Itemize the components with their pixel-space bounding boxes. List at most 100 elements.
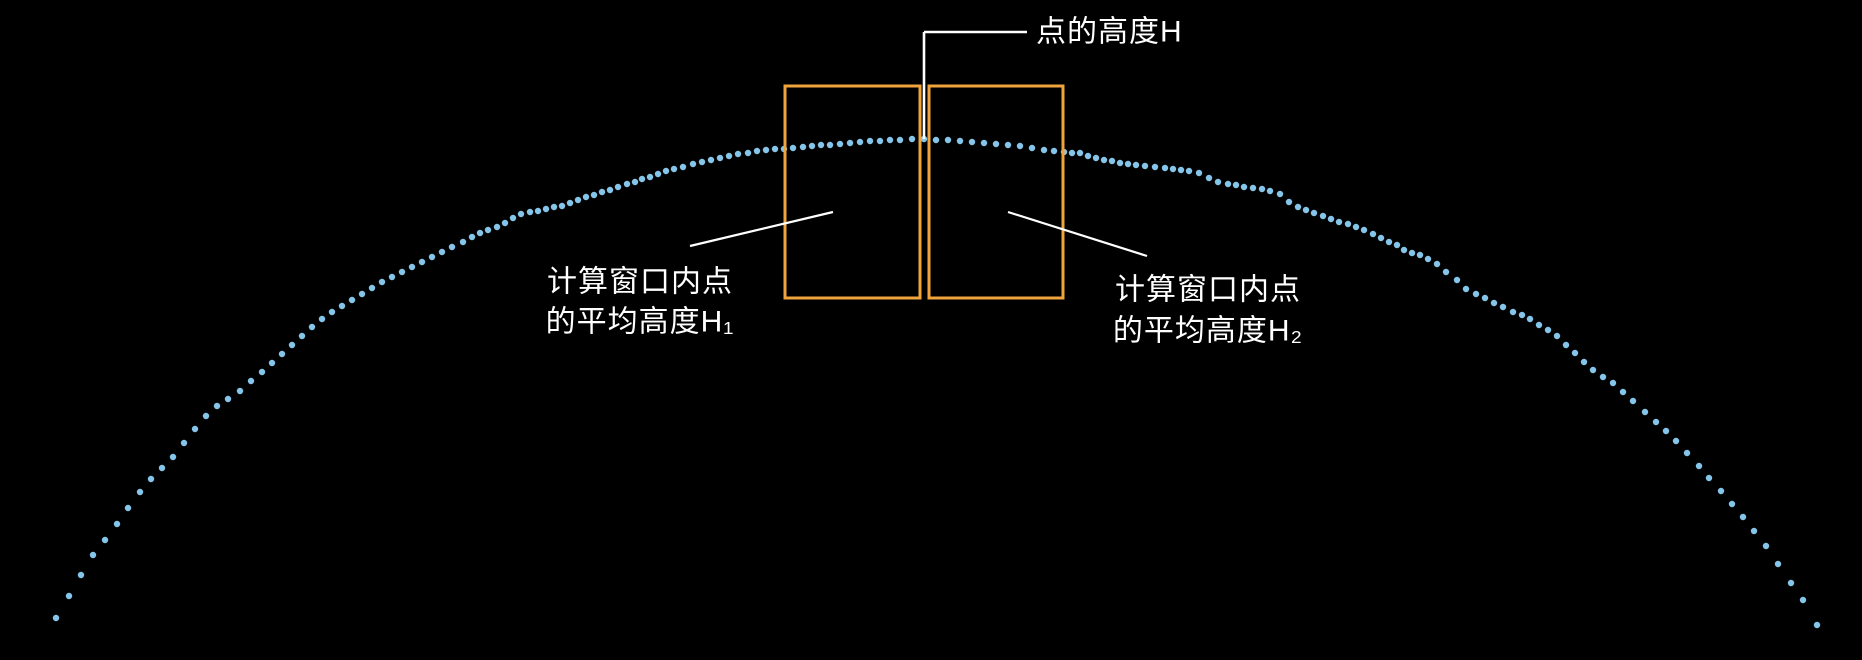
- point-dot: [968, 138, 976, 146]
- point-dot: [534, 207, 542, 215]
- point-dot: [1462, 285, 1470, 293]
- point-dot: [1526, 315, 1534, 323]
- point-dot: [147, 475, 155, 483]
- point-dot: [623, 180, 631, 188]
- point-dot: [1185, 167, 1193, 175]
- point-dot: [1799, 596, 1807, 604]
- point-dot: [1249, 184, 1257, 192]
- point-dot: [101, 536, 109, 544]
- point-dot: [408, 263, 416, 271]
- point-dot: [762, 146, 770, 154]
- point-dot: [654, 170, 662, 178]
- point-dot: [1629, 397, 1637, 405]
- point-dot: [448, 243, 456, 251]
- left-window-leader-line: [689, 210, 834, 248]
- point-dot: [956, 137, 964, 145]
- point-height-label: 点的高度H: [1036, 16, 1183, 49]
- point-dot: [542, 205, 550, 213]
- point-dot: [258, 368, 266, 376]
- point-dot: [689, 160, 697, 168]
- point-dot: [1276, 190, 1284, 198]
- point-dot: [606, 186, 614, 194]
- point-dot: [1535, 321, 1543, 329]
- point-dot: [896, 136, 904, 144]
- point-dot: [1813, 621, 1821, 629]
- point-dot: [1490, 299, 1498, 307]
- point-dot: [1518, 311, 1526, 319]
- point-dot: [1472, 290, 1480, 298]
- point-dot: [817, 141, 825, 149]
- point-dot: [52, 614, 60, 622]
- point-dot: [428, 253, 436, 261]
- point-dot: [1589, 366, 1597, 374]
- point-dot: [1453, 276, 1461, 284]
- point-dot: [1224, 180, 1232, 188]
- point-dot: [1683, 449, 1691, 457]
- right-window-leader-line: [1007, 210, 1148, 258]
- point-dot: [1774, 560, 1782, 568]
- point-dot: [980, 139, 988, 147]
- point-dot: [65, 592, 73, 600]
- point-dot: [1016, 142, 1024, 150]
- point-dot: [582, 193, 590, 201]
- point-dot: [670, 165, 678, 173]
- point-dot: [1141, 162, 1149, 170]
- point-dot: [1161, 164, 1169, 172]
- point-dot: [136, 488, 144, 496]
- point-dot: [725, 152, 733, 160]
- point-dot: [1310, 209, 1318, 217]
- point-dot: [1319, 212, 1327, 220]
- point-dot: [574, 196, 582, 204]
- point-dot: [124, 504, 132, 512]
- point-dot: [1124, 160, 1132, 168]
- point-dot: [1717, 487, 1725, 495]
- point-dot: [992, 140, 1000, 148]
- point-dot: [224, 395, 232, 403]
- point-dot: [866, 137, 874, 145]
- point-dot: [1553, 332, 1561, 340]
- point-dot: [908, 135, 916, 143]
- point-dot: [826, 141, 834, 149]
- point-cloud-dots: [52, 135, 1821, 629]
- point-dot: [789, 144, 797, 152]
- point-dot: [1728, 500, 1736, 508]
- point-dot: [113, 520, 121, 528]
- point-dot: [1400, 246, 1408, 254]
- point-dot: [1108, 157, 1116, 165]
- point-dot: [836, 140, 844, 148]
- point-dot: [1695, 462, 1703, 470]
- point-dot: [484, 226, 492, 234]
- point-dot: [1408, 249, 1416, 257]
- point-dot: [1424, 255, 1432, 263]
- point-dot: [932, 136, 940, 144]
- point-dot: [418, 258, 426, 266]
- point-dot: [1076, 149, 1084, 157]
- point-dot: [1327, 215, 1335, 223]
- left-window-label-line2: 的平均高度H₁: [546, 306, 735, 339]
- point-dot: [1433, 260, 1441, 268]
- right-window-label-line2: 的平均高度H₂: [1113, 315, 1303, 348]
- point-dot: [1214, 178, 1222, 186]
- point-dot: [1302, 206, 1310, 214]
- point-dot: [438, 248, 446, 256]
- point-dot: [698, 158, 706, 166]
- point-dot: [646, 173, 654, 181]
- point-dot: [799, 143, 807, 151]
- point-dot: [846, 139, 854, 147]
- point-dot: [338, 302, 346, 310]
- point-dot: [1662, 427, 1670, 435]
- point-dot: [1132, 161, 1140, 169]
- point-dot: [550, 203, 558, 211]
- point-dot: [328, 308, 336, 316]
- point-dot: [378, 278, 386, 286]
- point-dot: [288, 341, 296, 349]
- point-dot: [876, 137, 884, 145]
- point-dot: [1092, 154, 1100, 162]
- point-dot: [1385, 238, 1393, 246]
- point-dot: [558, 202, 566, 210]
- point-dot: [348, 296, 356, 304]
- point-dot: [247, 377, 255, 385]
- point-dot: [753, 147, 761, 155]
- point-dot: [202, 412, 210, 420]
